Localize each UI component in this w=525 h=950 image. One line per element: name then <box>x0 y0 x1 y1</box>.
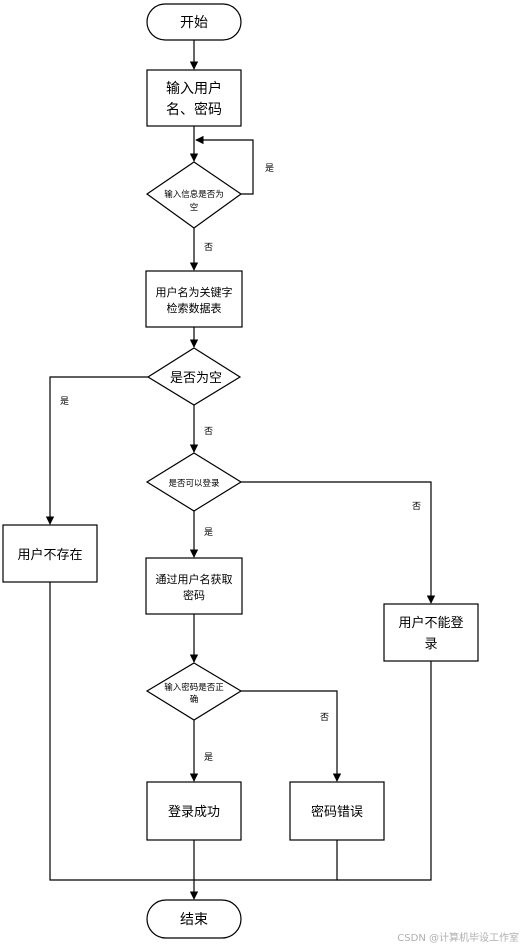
edge-label-empty-yes: 是 <box>60 396 69 407</box>
edges-group <box>45 40 436 900</box>
edge-label-password-no: 否 <box>320 712 329 723</box>
end-terminator <box>146 899 242 939</box>
edge-cannot-merge <box>337 661 432 881</box>
get-password-label-2: 密码 <box>183 588 205 602</box>
get-password-process <box>145 557 243 615</box>
watermark: CSDN @计算机毕设工作室 <box>397 933 519 944</box>
edge-check-loop-yes <box>195 135 254 195</box>
edge-label-input-no: 否 <box>204 242 213 253</box>
result-empty-label: 是否为空 <box>170 371 222 386</box>
edge-label-can-login-yes: 是 <box>204 527 213 538</box>
edge-label-password-yes: 是 <box>204 752 213 763</box>
input-credentials-label-2: 名、密码 <box>166 101 222 118</box>
edge-password-error <box>241 690 342 782</box>
check-input-empty-label-1: 输入信息是否为 <box>164 189 224 200</box>
search-table-label-2: 检索数据表 <box>167 301 222 315</box>
search-table-process <box>145 270 243 328</box>
edge-empty-not-exist <box>45 376 148 525</box>
cannot-login-label-2: 录 <box>424 637 437 652</box>
user-not-exist-process <box>2 524 98 583</box>
user-not-exist-label: 用户不存在 <box>17 547 82 563</box>
password-correct-label-1: 输入密码是否正 <box>164 682 224 693</box>
edge-can-login-cannot <box>241 481 436 604</box>
input-credentials-process <box>146 69 242 127</box>
cannot-login-label-1: 用户不能登 <box>398 615 463 631</box>
get-password-label-1: 通过用户名获取 <box>156 572 233 586</box>
can-login-label: 是否可以登录 <box>168 478 220 489</box>
edge-error-merge <box>194 840 338 881</box>
check-input-empty-label-2: 空 <box>190 202 199 213</box>
password-error-label: 密码错误 <box>311 804 363 820</box>
edge-label-can-login-no: 否 <box>412 501 421 512</box>
edge-label-loop-yes: 是 <box>265 163 274 174</box>
search-table-label-1: 用户名为关键字 <box>156 285 233 299</box>
end-label: 结束 <box>180 912 208 928</box>
password-correct-label-2: 确 <box>190 694 199 705</box>
edge-label-empty-no: 否 <box>204 426 213 437</box>
edge-not-exist-merge <box>49 582 194 881</box>
input-credentials-label-1: 输入用户 <box>166 80 222 97</box>
login-success-label: 登录成功 <box>168 805 220 820</box>
start-label: 开始 <box>180 15 208 31</box>
cannot-login-process <box>383 603 479 662</box>
